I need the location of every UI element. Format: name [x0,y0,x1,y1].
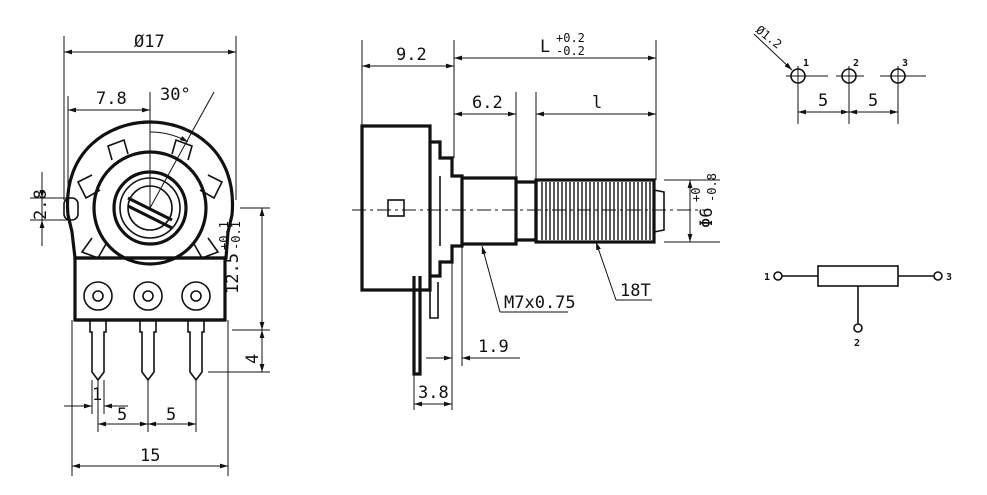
terminal-leg [412,276,422,376]
dim-angle-label: 30° [160,85,191,105]
side-housing [360,124,432,292]
thread-label: M7x0.75 [504,293,576,313]
teeth-label: 18T [620,281,651,301]
schematic-label-2: 2 [854,338,860,349]
shaft-slot-line-2 [127,204,173,230]
dim-offset-label: 7.8 [96,89,127,109]
pin-layout-label-3: 3 [902,58,908,69]
pin-layout-label-1: 1 [803,58,809,69]
pin-layout-label-2: 2 [853,58,859,69]
knurled-shaft-outline [516,180,538,242]
dim-shaft-tol-lower: -0.8 [705,173,719,202]
schematic-terminal-1 [773,271,783,281]
dim-width-label: Ø17 [134,32,165,52]
schematic-label-1: 1 [764,272,770,283]
shaft-slot-line-1 [127,196,173,222]
side-rivet [387,199,405,217]
schematic-terminal-3 [933,271,943,281]
side-view: 9.2 L +0.2 -0.2 6.2 l Φ6 +0 -0.8 M7x0.75… [352,31,720,410]
pin-pitch-a-label: 5 [818,91,828,111]
mounting-tab-top-right [171,138,193,161]
dim-shaft-dia-label: Φ6 [697,208,717,228]
pin-pitch-b-label: 5 [868,91,878,111]
schematic-symbol: 1 3 2 [764,265,952,349]
knurled-shaft [534,178,656,244]
pin-layout: Ø1.2 1 2 3 5 5 [753,23,926,124]
dim-pitch-b-label: 5 [166,405,176,425]
dim-height-tol-lower: -0.1 [229,221,243,250]
mounting-tab-left [76,174,101,200]
dim-length-label: L [540,37,550,57]
mounting-tab-top-left [107,138,129,161]
terminal-pins [75,318,225,382]
dim-pin-length-label: 4 [243,354,263,364]
dim-height-label: 12.5 [223,253,243,294]
angle-leader [149,91,215,209]
dim-shaft-tol-upper: +0 [689,188,703,202]
dim-slot-label: 2.8 [31,189,51,220]
dim-total-label: 15 [140,446,160,466]
dim-length-tol-upper: +0.2 [556,31,585,45]
dim-mount-label: 3.8 [418,383,449,403]
mounting-tab-bottom-left [80,237,107,259]
dim-pitch-a-label: 5 [117,405,127,425]
schematic-label-3: 3 [946,272,952,283]
dim-bushing-label: 6.2 [472,93,503,113]
dim-knurl-label: l [592,93,602,113]
schematic-terminal-2 [853,323,863,333]
mounting-plate [430,140,464,278]
front-view: Ø17 7.8 30° 2.8 12.5 +0.1 -0.1 4 1 [30,32,270,476]
mounting-tab-right [199,174,224,200]
knurl-pattern [540,182,652,240]
dim-body-label: 9.2 [396,45,427,65]
dim-plate-label: 1.9 [478,337,509,357]
mounting-tab-bottom-right [193,237,220,259]
dim-length-tol-lower: -0.2 [556,44,585,58]
resistor-body [817,265,899,287]
dim-height-tol-upper: +0.1 [217,221,231,250]
dim-pin-width-label: 1 [92,385,102,405]
terminal-eyelets [83,281,211,311]
threaded-bushing [462,176,518,246]
